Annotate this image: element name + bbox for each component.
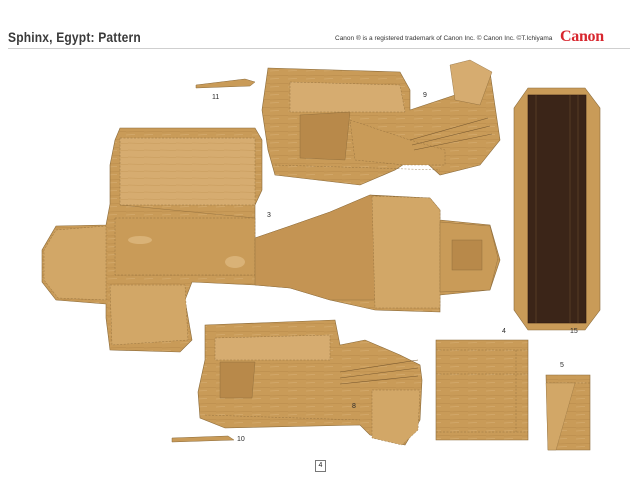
part-label-11: 11: [212, 94, 220, 101]
part-label-3: 3: [267, 212, 271, 219]
part-3-main-body: [41, 127, 501, 353]
part-11-strip: [195, 78, 256, 89]
trademark-notice: Canon ® is a registered trademark of Can…: [335, 35, 553, 42]
part-label-15: 15: [570, 328, 578, 335]
page-number: 4: [315, 460, 326, 472]
part-5-trapezoid-panel: [545, 374, 591, 451]
part-4-square-panel: [435, 339, 529, 441]
part-8-side-panel: [197, 319, 423, 446]
part-15-base-panel: [513, 87, 601, 331]
part-label-9: 9: [423, 92, 427, 99]
part-label-5: 5: [560, 362, 564, 369]
part-label-8: 8: [352, 403, 356, 410]
part-label-10: 10: [237, 436, 245, 443]
part-10-strip: [171, 435, 235, 443]
canon-logo: Canon: [560, 28, 604, 45]
page-title: Sphinx, Egypt: Pattern: [8, 29, 141, 45]
part-9-side-panel: [261, 59, 501, 186]
part-label-4: 4: [502, 328, 506, 335]
header-divider: [8, 48, 630, 49]
